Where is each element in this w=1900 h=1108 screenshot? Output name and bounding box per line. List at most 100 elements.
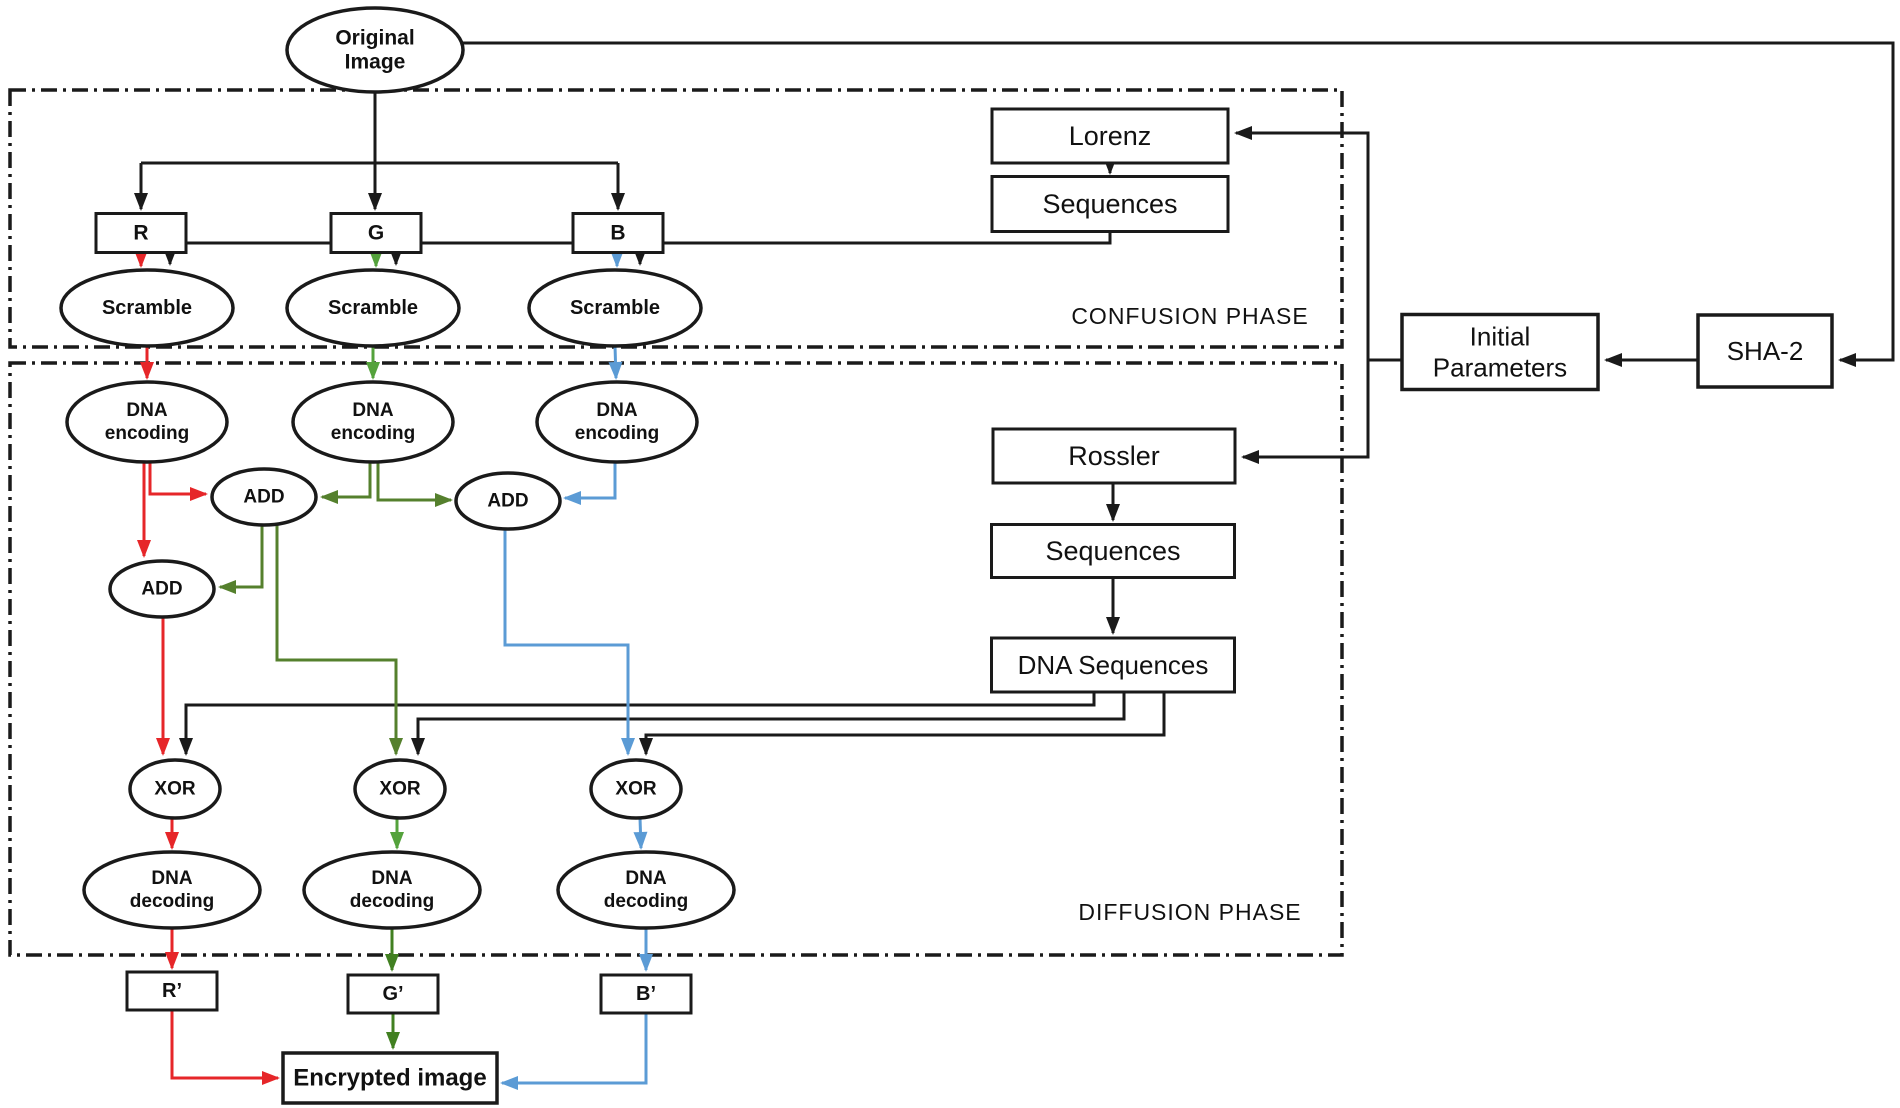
edge-original-to-sha2	[462, 41, 1895, 362]
node-g-channel	[329, 212, 423, 254]
node-g-prime	[346, 973, 440, 1015]
edge-b-prime-to-encrypted-arrowhead	[500, 1076, 518, 1090]
node-dna-decoding-1-label-line-0: DNA	[151, 868, 192, 889]
node-add-2-label-line-0: ADD	[487, 491, 528, 512]
edge-dna-sequences-to-xor1-arrowhead	[179, 738, 193, 756]
node-dna-encoding-2-label-line-1: encoding	[331, 423, 415, 444]
node-scramble-3-label: Scramble	[570, 297, 660, 319]
node-encrypted-image	[281, 1051, 499, 1105]
edge-dna-encoding3-to-add2	[565, 462, 617, 500]
edge-split-to-r-arrowhead	[134, 193, 148, 211]
node-r-channel-label-line-0: R	[133, 222, 148, 245]
edge-dna-sequences-to-xor3-arrowhead	[639, 738, 653, 756]
node-add-3-label-line-0: ADD	[141, 579, 182, 600]
node-sha-2	[1696, 313, 1834, 389]
node-initial-parameters-label-line-0: Initial	[1470, 322, 1531, 352]
edge-dna-decoding3-to-b-prime-arrowhead	[639, 954, 653, 972]
node-b-prime	[599, 973, 693, 1015]
confusion-phase-box	[8, 88, 1344, 349]
node-xor-1-label-line-0: XOR	[154, 779, 195, 800]
node-dna-decoding-3-label-line-1: decoding	[604, 891, 688, 912]
edge-dna-sequences-to-xor1	[184, 692, 1096, 754]
diffusion-phase-box	[8, 361, 1344, 957]
edge-add3-to-xor1-arrowhead	[156, 738, 170, 756]
node-xor-3-label: XOR	[615, 779, 656, 800]
node-r-prime-label: R’	[162, 980, 182, 1002]
node-scramble-3-label-line-0: Scramble	[570, 297, 660, 319]
edge-dna-encoding1-to-add1-arrowhead	[190, 487, 208, 501]
node-lorenz	[990, 107, 1230, 165]
edge-dna-sequences-to-xor2-arrowhead	[411, 738, 425, 756]
edge-original-to-sha2-arrowhead	[1838, 353, 1856, 367]
edge-xor1-to-dna-decoding1-arrowhead	[165, 832, 179, 850]
node-dna-sequences-label: DNA Sequences	[1018, 650, 1209, 680]
edge-sequences2-to-dna-sequences-arrowhead	[1106, 617, 1120, 635]
edge-r-prime-to-encrypted-arrowhead	[262, 1071, 280, 1085]
node-add-2	[454, 471, 562, 531]
node-encrypted-image-label-line-0: Encrypted image	[293, 1065, 486, 1092]
node-lorenz-sequences	[990, 175, 1230, 233]
edge-add1-to-add3-arrowhead	[218, 580, 236, 594]
node-rossler-sequences-label: Sequences	[1045, 536, 1180, 566]
node-scramble-1-label: Scramble	[102, 297, 192, 319]
node-add-1-label-line-0: ADD	[243, 487, 284, 508]
edge-dna-encoding2-to-add1-arrowhead	[320, 490, 338, 504]
edge-dna-encoding1-to-add1	[148, 462, 206, 496]
node-lorenz-sequences-label: Sequences	[1042, 189, 1177, 219]
node-g-channel-label: G	[368, 222, 384, 245]
edge-add1-to-xor2	[275, 525, 398, 754]
node-add-3	[108, 559, 216, 619]
node-dna-decoding-3-label-line-0: DNA	[625, 868, 666, 889]
node-xor-2	[353, 758, 447, 820]
node-xor-2-label: XOR	[379, 779, 420, 800]
edge-scramble3-to-dna-encoding3-arrowhead	[608, 361, 623, 380]
edge-dna-encoding2-to-add1	[322, 462, 372, 499]
edge-xor3-to-dna-decoding3-arrowhead	[633, 831, 648, 850]
diffusion-phase-label: DIFFUSION PHASE	[1078, 899, 1301, 925]
node-lorenz-label: Lorenz	[1069, 121, 1152, 151]
node-r-channel	[94, 212, 188, 254]
node-b-channel	[571, 212, 665, 254]
node-sha-2-label: SHA-2	[1727, 336, 1804, 366]
node-b-prime-label: B’	[636, 983, 656, 1005]
edge-r-to-scramble1-arrowhead	[135, 254, 147, 268]
confusion-phase-label: CONFUSION PHASE	[1071, 303, 1308, 329]
node-initial-parameters	[1400, 312, 1600, 392]
node-dna-encoding-2	[291, 380, 455, 464]
edge-add1-to-add3	[220, 525, 264, 589]
edge-g-to-scramble2-arrowhead	[370, 254, 382, 268]
node-g-prime-label: G’	[382, 983, 403, 1005]
node-b-prime-label-line-0: B’	[636, 983, 656, 1005]
node-g-prime-label-line-0: G’	[382, 983, 403, 1005]
node-r-channel-label: R	[133, 222, 148, 245]
node-lorenz-label-line-0: Lorenz	[1069, 121, 1152, 151]
node-encrypted-image-label: Encrypted image	[293, 1065, 486, 1092]
edge-dna-encoding3-to-add2-arrowhead	[563, 491, 581, 505]
node-dna-decoding-3	[556, 850, 736, 930]
node-scramble-1-label-line-0: Scramble	[102, 297, 192, 319]
node-initial-parameters-label-line-1: Parameters	[1433, 353, 1567, 383]
edge-dna-sequences-to-xor2	[416, 692, 1126, 754]
edge-split-to-g-arrowhead	[368, 193, 382, 211]
node-dna-decoding-1-label-line-1: decoding	[130, 891, 214, 912]
edge-initial-parameters-to-rossler	[1243, 360, 1370, 459]
node-r-prime-label-line-0: R’	[162, 980, 182, 1002]
node-rossler-label-line-0: Rossler	[1068, 441, 1160, 471]
edge-sha2-to-initial-parameters-arrowhead	[1604, 353, 1622, 367]
node-scramble-1	[59, 268, 235, 348]
node-xor-1-label: XOR	[154, 779, 195, 800]
node-xor-1	[128, 758, 222, 820]
node-add-1-label: ADD	[243, 487, 284, 508]
edge-rossler-to-sequences2-arrowhead	[1106, 504, 1120, 522]
node-dna-decoding-2	[302, 850, 482, 930]
node-xor-3-label-line-0: XOR	[615, 779, 656, 800]
node-dna-encoding-1	[65, 380, 229, 464]
node-dna-encoding-1-label-line-1: encoding	[105, 423, 189, 444]
edge-b-prime-to-encrypted	[502, 1013, 648, 1085]
